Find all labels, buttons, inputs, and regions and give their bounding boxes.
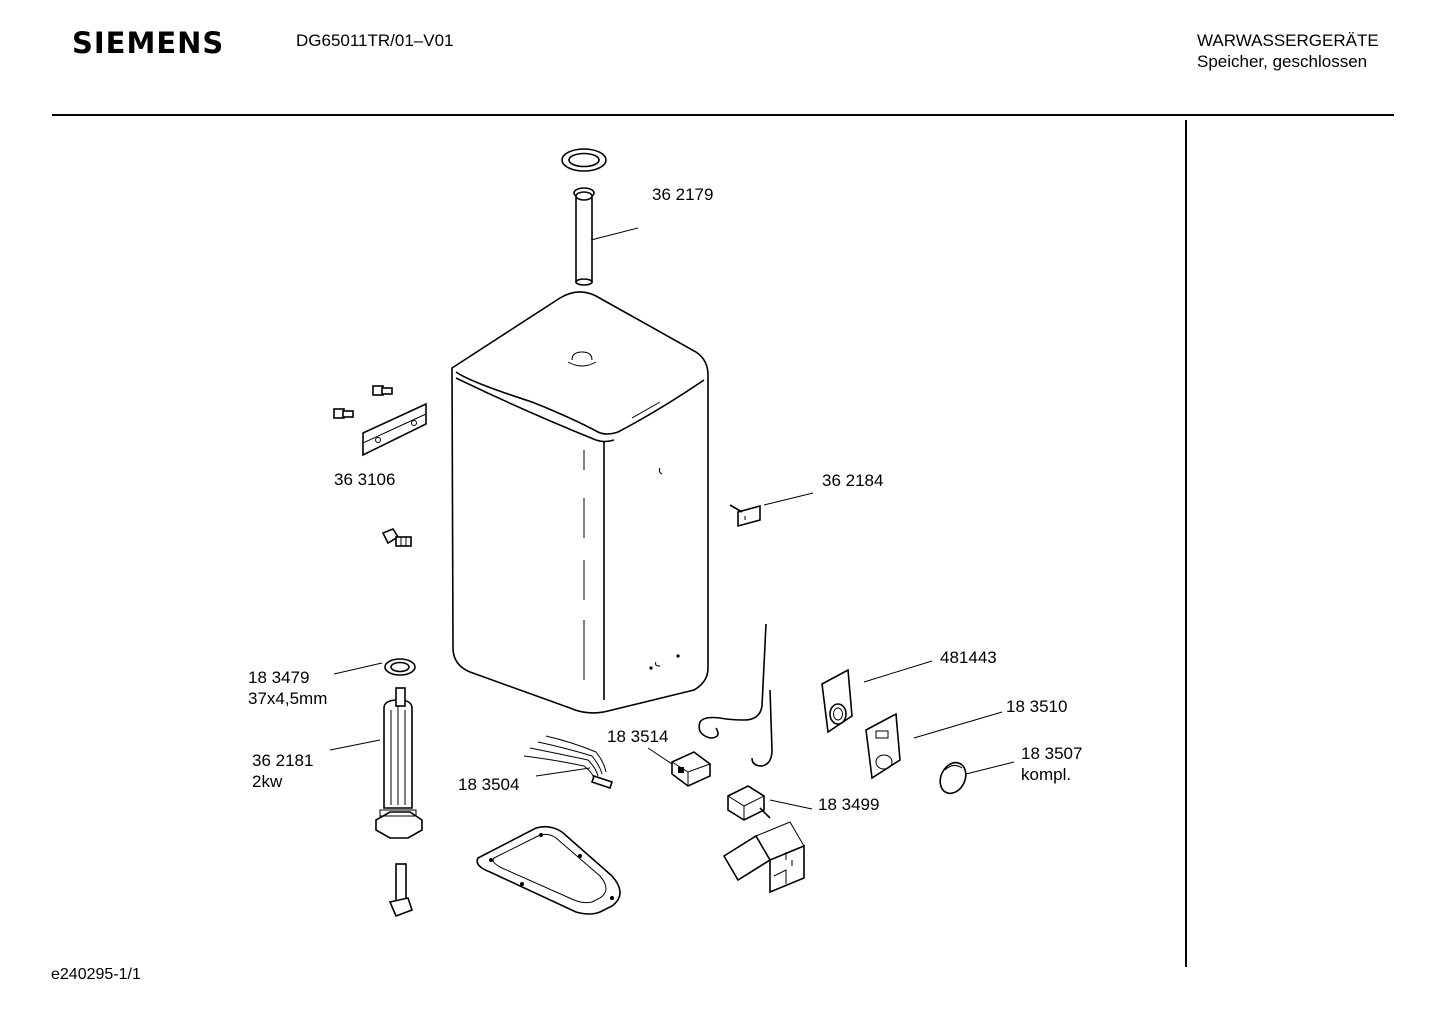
callout-183479-spec: 37x4,5mm xyxy=(248,689,327,708)
part-heating-element xyxy=(375,687,423,839)
callout-363106: 36 3106 xyxy=(334,470,395,489)
leader-line xyxy=(535,767,591,777)
part-flange-gasket xyxy=(476,825,621,915)
callout-362184: 36 2184 xyxy=(822,471,883,490)
callout-362181: 36 2181 xyxy=(252,751,313,770)
callout-183507-spec: kompl. xyxy=(1021,765,1071,784)
callout-183499: 18 3499 xyxy=(818,795,879,814)
callout-183504: 18 3504 xyxy=(458,775,519,794)
part-water-tank xyxy=(451,291,709,714)
callout-362179: 36 2179 xyxy=(652,185,713,204)
leader-line xyxy=(965,761,1015,775)
callout-183510: 18 3510 xyxy=(1006,697,1067,716)
leader-line xyxy=(333,662,383,675)
callout-183514: 18 3514 xyxy=(607,727,668,746)
leader-line xyxy=(647,747,673,765)
part-mounting-bracket xyxy=(333,385,427,457)
part-anode-rod xyxy=(388,863,414,918)
leader-line xyxy=(913,711,1003,739)
callout-362181-spec: 2kw xyxy=(252,772,283,791)
drawing-id: e240295-1/1 xyxy=(51,966,141,983)
leader-line xyxy=(863,660,933,683)
category-subtitle: Speicher, geschlossen xyxy=(1197,52,1368,71)
part-thermostat-bracket xyxy=(722,821,805,894)
leader-line xyxy=(769,799,813,810)
part-cable xyxy=(523,735,614,790)
margin-rule xyxy=(1185,120,1187,967)
leader-line xyxy=(329,739,381,751)
leader-line xyxy=(590,227,639,241)
part-thermostat-capillary xyxy=(671,623,773,821)
part-anode-tube xyxy=(573,187,595,286)
part-thermostat-knob xyxy=(729,504,761,528)
callout-481443: 481443 xyxy=(940,648,997,667)
callout-183479: 18 3479 xyxy=(248,668,309,687)
leader-line xyxy=(763,492,814,506)
part-gasket-ring xyxy=(384,658,416,676)
callout-183507: 18 3507 xyxy=(1021,744,1082,763)
category-title: WARWASSERGERÄTE xyxy=(1197,31,1379,50)
part-control-panel xyxy=(865,712,901,780)
brand-logo: SIEMENS xyxy=(72,26,225,60)
header-rule xyxy=(52,114,1394,116)
part-seal-ring-top xyxy=(561,148,607,172)
part-screw xyxy=(381,528,412,547)
part-control-knob xyxy=(939,761,967,795)
part-indicator-plate xyxy=(821,668,853,734)
model-number: DG65011TR/01–V01 xyxy=(296,31,454,50)
